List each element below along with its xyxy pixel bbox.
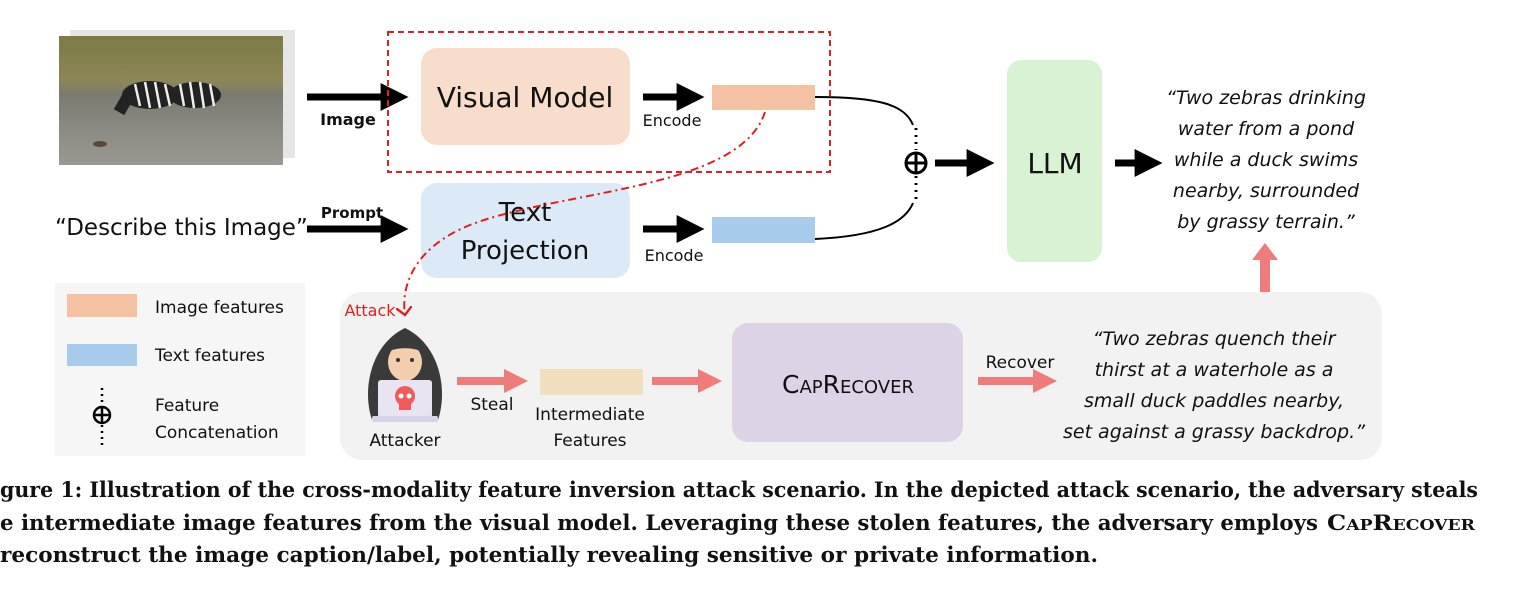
legend-image-features: Image features bbox=[155, 298, 284, 318]
encode-label-image: Encode bbox=[643, 111, 702, 130]
legend-image-swatch bbox=[67, 294, 137, 317]
caption-line-3: reconstruct the image caption/label, pot… bbox=[0, 542, 1098, 567]
caption-line-2: e intermediate image features from the v… bbox=[0, 510, 1318, 535]
attack-target-box bbox=[387, 31, 831, 173]
intermediate-feature-bar bbox=[540, 369, 643, 395]
llm-output-line: nearby, surrounded bbox=[1173, 180, 1360, 202]
text-feature-bar bbox=[712, 217, 815, 243]
llm-output: “Two zebras drinking water from a pond w… bbox=[1166, 87, 1366, 233]
llm-output-line: water from a pond bbox=[1178, 118, 1355, 140]
text-projection-label-1: Text bbox=[498, 198, 552, 228]
visual-model-box bbox=[421, 48, 630, 145]
zebra-photo bbox=[59, 30, 295, 165]
recovered-output-line: small duck paddles nearby, bbox=[1084, 390, 1344, 412]
attack-arrow bbox=[404, 111, 766, 315]
caprecover-box bbox=[732, 323, 963, 442]
llm-label: LLM bbox=[1027, 147, 1082, 180]
recovered-output: “Two zebras quench their thirst at a wat… bbox=[1063, 328, 1365, 443]
attacker-label: Attacker bbox=[369, 431, 440, 451]
steal-label: Steal bbox=[470, 395, 513, 415]
intermediate-label-1: Intermediate bbox=[535, 405, 645, 425]
text-projection-label-2: Projection bbox=[461, 236, 590, 266]
intermediate-label-2: Features bbox=[553, 431, 626, 451]
prompt-label: Prompt bbox=[321, 204, 383, 222]
prompt-text: “Describe this Image” bbox=[55, 215, 308, 241]
encode-label-text: Encode bbox=[645, 246, 704, 265]
caption-line-1: gure 1: Illustration of the cross-modali… bbox=[0, 477, 1478, 502]
legend-concat-icon bbox=[92, 388, 112, 446]
text-projection-box bbox=[421, 183, 630, 278]
recovered-output-line: set against a grassy backdrop.” bbox=[1063, 421, 1365, 443]
concat-icon bbox=[904, 128, 928, 200]
llm-box bbox=[1007, 60, 1102, 262]
legend-concat-1: Feature bbox=[155, 396, 219, 416]
attacker-icon bbox=[368, 328, 442, 422]
recovered-output-line: thirst at a waterhole as a bbox=[1095, 359, 1334, 381]
image-feature-bar bbox=[712, 85, 815, 110]
caption-caprecover: CapRecover bbox=[1327, 510, 1476, 535]
legend-concat-2: Concatenation bbox=[155, 423, 279, 443]
legend-text-features: Text features bbox=[154, 346, 265, 366]
visual-model-label: Visual Model bbox=[437, 81, 614, 114]
attack-label: Attack bbox=[344, 301, 396, 320]
image-label: Image bbox=[320, 110, 376, 129]
recovered-output-line: “Two zebras quench their bbox=[1093, 328, 1337, 350]
llm-output-line: by grassy terrain.” bbox=[1177, 211, 1355, 233]
caprecover-label: CapRecover bbox=[782, 370, 914, 399]
llm-output-line: “Two zebras drinking bbox=[1166, 87, 1366, 109]
llm-output-line: while a duck swims bbox=[1174, 149, 1358, 171]
recover-label: Recover bbox=[986, 353, 1055, 373]
text-feature-connector bbox=[814, 202, 914, 240]
image-feature-connector bbox=[814, 96, 914, 126]
legend-text-swatch bbox=[67, 344, 137, 366]
